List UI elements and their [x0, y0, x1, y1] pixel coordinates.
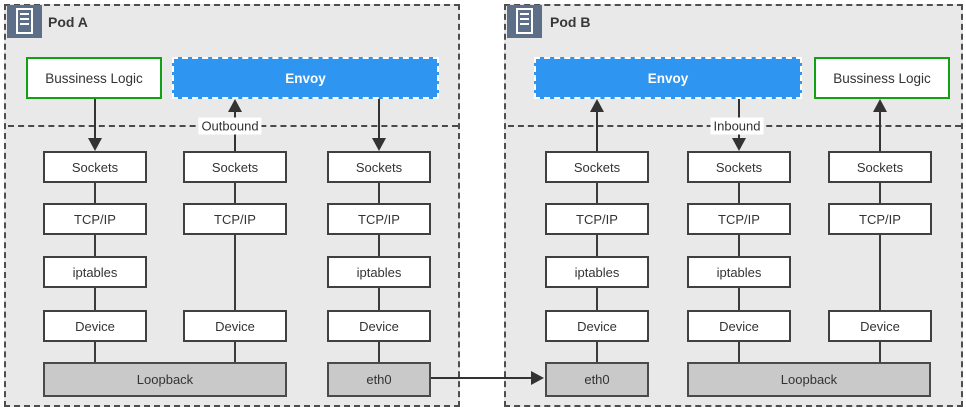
node-loopback: Loopback	[43, 362, 287, 397]
arrowhead-down	[88, 138, 102, 151]
flow-label: Inbound	[710, 117, 764, 135]
arrow-line	[94, 99, 96, 140]
interpod-arrow-line	[429, 377, 531, 379]
server-icon	[507, 5, 542, 38]
node-eth0: eth0	[545, 362, 649, 397]
connector-line	[378, 342, 380, 362]
node-iptables: iptables	[43, 256, 147, 288]
node-device: Device	[43, 310, 147, 342]
connector-line	[879, 342, 881, 362]
node-sockets: Sockets	[545, 151, 649, 183]
arrowhead-up	[873, 99, 887, 112]
connector-line	[234, 342, 236, 362]
connector-line	[596, 288, 598, 310]
connector-line	[596, 235, 598, 256]
node-tcpip: TCP/IP	[828, 203, 932, 235]
connector-line	[94, 342, 96, 362]
node-iptables: iptables	[687, 256, 791, 288]
node-device: Device	[828, 310, 932, 342]
node-sockets: Sockets	[327, 151, 431, 183]
business-logic-box: Bussiness Logic	[26, 57, 162, 99]
arrow-line	[596, 112, 598, 151]
connector-line	[94, 235, 96, 256]
connector-line	[879, 183, 881, 203]
business-logic-box: Bussiness Logic	[814, 57, 950, 99]
connector-line	[738, 235, 740, 256]
arrowhead-down	[732, 138, 746, 151]
connector-line	[738, 342, 740, 362]
connector-line	[596, 342, 598, 362]
connector-line	[94, 183, 96, 203]
pod-title: Pod B	[550, 14, 591, 30]
connector-line	[234, 183, 236, 203]
node-device: Device	[183, 310, 287, 342]
connector-line	[879, 235, 881, 310]
node-sockets: Sockets	[687, 151, 791, 183]
arrowhead-down	[372, 138, 386, 151]
node-sockets: Sockets	[828, 151, 932, 183]
connector-line	[738, 288, 740, 310]
node-tcpip: TCP/IP	[545, 203, 649, 235]
connector-line	[378, 183, 380, 203]
node-eth0: eth0	[327, 362, 431, 397]
arrowhead-right	[531, 371, 544, 385]
node-tcpip: TCP/IP	[43, 203, 147, 235]
connector-line	[378, 235, 380, 256]
connector-line	[738, 183, 740, 203]
node-device: Device	[687, 310, 791, 342]
connector-line	[378, 288, 380, 310]
node-loopback: Loopback	[687, 362, 931, 397]
pod-b: Pod B Envoy Bussiness Logic Inbound Sock…	[504, 4, 963, 407]
pod-a: Pod A Bussiness Logic Envoy Outbound Soc…	[4, 4, 460, 407]
node-iptables: iptables	[545, 256, 649, 288]
node-iptables: iptables	[327, 256, 431, 288]
node-tcpip: TCP/IP	[183, 203, 287, 235]
node-tcpip: TCP/IP	[687, 203, 791, 235]
arrow-line	[378, 99, 380, 140]
arrowhead-up	[590, 99, 604, 112]
connector-line	[94, 288, 96, 310]
connector-line	[234, 235, 236, 310]
node-device: Device	[327, 310, 431, 342]
node-device: Device	[545, 310, 649, 342]
envoy-box: Envoy	[534, 57, 802, 99]
flow-label: Outbound	[198, 117, 262, 135]
arrow-line	[879, 112, 881, 151]
arrowhead-up	[228, 99, 242, 112]
pod-title: Pod A	[48, 14, 88, 30]
node-sockets: Sockets	[183, 151, 287, 183]
envoy-box: Envoy	[172, 57, 439, 99]
node-sockets: Sockets	[43, 151, 147, 183]
node-tcpip: TCP/IP	[327, 203, 431, 235]
server-icon	[7, 5, 42, 38]
connector-line	[596, 183, 598, 203]
